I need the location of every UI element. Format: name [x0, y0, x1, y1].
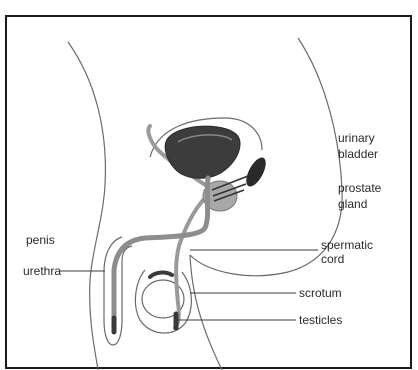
scrotum-top-mark	[150, 273, 172, 277]
label-prostate-gland-line2: gland	[338, 197, 367, 211]
label-testicles: testicles	[299, 313, 342, 327]
label-prostate-gland-line1: prostate	[338, 181, 381, 195]
label-spermatic-cord-line1: spermatic	[321, 238, 373, 252]
urethra-tube	[114, 178, 208, 330]
seminal-vesicle	[242, 155, 269, 190]
label-urinary-bladder-line1: urinary	[338, 131, 375, 145]
label-urinary-bladder-line2: bladder	[338, 147, 378, 161]
label-spermatic-cord-line2: cord	[321, 252, 344, 266]
label-scrotum: scrotum	[299, 286, 342, 300]
label-urethra: urethra	[23, 264, 61, 278]
thigh-outline	[190, 255, 222, 370]
front-outline	[68, 42, 105, 370]
bladder-shape	[165, 126, 240, 178]
label-penis: penis	[26, 233, 55, 247]
